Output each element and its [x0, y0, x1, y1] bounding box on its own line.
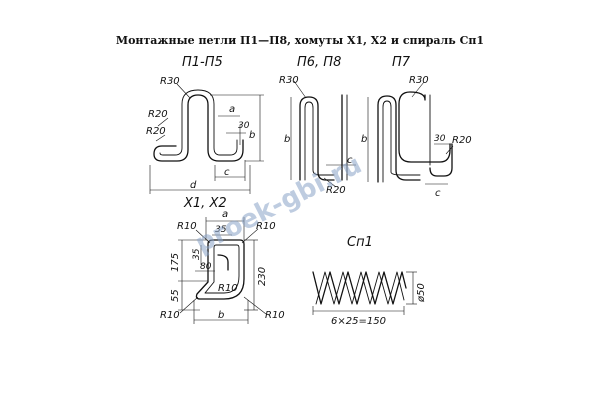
- p7-30: 30: [434, 134, 446, 144]
- clamp-b: b: [218, 310, 224, 321]
- p7-b: b: [361, 134, 367, 145]
- clamp-r10-tr: R10: [256, 221, 276, 232]
- spiral-line-b: [315, 271, 405, 305]
- p1-p5-bar-inner: [159, 89, 238, 156]
- p7-r20: R20: [452, 135, 472, 146]
- p7-bar-left-outer: [377, 95, 421, 183]
- clamp-leader-r10-tl: [195, 229, 211, 244]
- spiral-pitch: 6×25=150: [331, 316, 386, 327]
- clamp-x1-x2-drawing: Х1, Х2 a R10 R10 35 35 80 R10: [160, 196, 285, 324]
- p6-p8-heading: П6, П8: [297, 55, 341, 70]
- p1-p5-r30: R30: [160, 76, 180, 87]
- p1-p5-a: a: [229, 104, 235, 115]
- clamp-r10-tl: R10: [177, 221, 197, 232]
- clamp-r10-bl: R10: [160, 310, 180, 321]
- p1-p5-leader-r30: [176, 83, 191, 99]
- p7-leader-r20: [445, 145, 454, 155]
- clamps-heading: Х1, Х2: [183, 196, 227, 211]
- p7-bar-left-inner: [382, 100, 421, 183]
- p6-p8-b: b: [284, 134, 290, 145]
- clamp-230: 230: [257, 267, 268, 286]
- clamp-35-side: 35: [192, 248, 202, 260]
- loop-p7-drawing: П7 R30 b c 30 R20: [361, 55, 472, 199]
- clamp-a: a: [222, 209, 228, 220]
- clamp-175: 175: [170, 253, 181, 272]
- clamp-leader-r10-br: [243, 296, 267, 315]
- spiral-line-a: [312, 271, 407, 305]
- clamp-leader-r10-bl: [179, 296, 199, 314]
- p1-p5-leader-r20b: [155, 134, 166, 142]
- loop-p6-p8-drawing: П6, П8 R30 b c R20: [279, 55, 356, 196]
- p6-p8-leader-r30: [293, 80, 307, 99]
- spiral-heading: Сп1: [347, 235, 373, 250]
- p1-p5-leader-r20a: [157, 117, 169, 127]
- p1-p5-30: 30: [238, 121, 250, 131]
- clamp-bar-inner: [204, 244, 240, 294]
- p6-p8-r30: R30: [279, 75, 299, 86]
- p1-p5-b: b: [249, 130, 255, 141]
- clamp-35-top: 35: [215, 225, 227, 235]
- p1-p5-r20-a: R20: [148, 109, 168, 120]
- p7-leader-r30: [411, 81, 425, 98]
- p6-p8-c: c: [347, 155, 353, 166]
- p6-p8-r20: R20: [326, 185, 346, 196]
- p1-p5-c: c: [224, 167, 230, 178]
- p1-p5-heading: П1-П5: [182, 55, 223, 70]
- p6-p8-bar-outer: [299, 96, 335, 181]
- p7-bar-right-outer: [398, 91, 451, 163]
- spiral-sp1-drawing: Сп1 6×25=150 ø50: [312, 235, 427, 327]
- clamp-leader-r10-tr: [241, 228, 259, 244]
- p6-p8-leader-r20: [323, 177, 337, 188]
- clamp-80: 80: [200, 262, 212, 272]
- clamp-r10-mid: R10: [218, 283, 238, 294]
- p7-heading: П7: [392, 55, 411, 70]
- p6-p8-bar-inner: [304, 101, 335, 181]
- clamp-55: 55: [170, 289, 181, 302]
- p7-r30: R30: [409, 75, 429, 86]
- loop-p1-p5-drawing: П1-П5 R30 R20 R20 a b 30 c d: [146, 55, 264, 194]
- p1-p5-bar-outer: [153, 94, 244, 162]
- p1-p5-d: d: [190, 180, 197, 191]
- sheet-title: Монтажные петли П1—П8, хомуты Х1, Х2 и с…: [116, 34, 484, 47]
- spiral-diameter: ø50: [416, 283, 427, 303]
- p7-bar-hook: [429, 143, 453, 177]
- clamp-r10-br: R10: [265, 310, 285, 321]
- p7-c: c: [435, 188, 441, 199]
- p1-p5-r20-b: R20: [146, 126, 166, 137]
- clamp-hook: [217, 254, 229, 271]
